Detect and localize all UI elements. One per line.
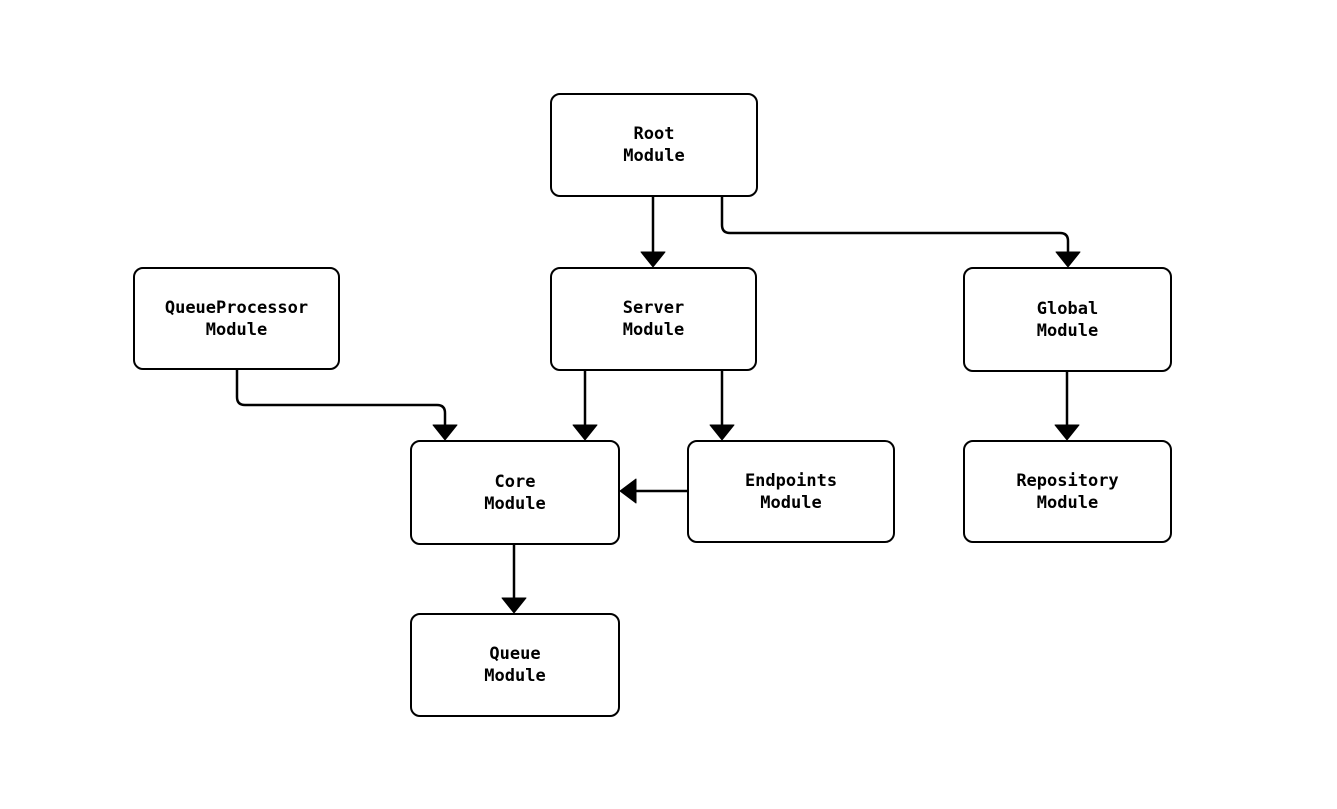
node-root-module: Root Module xyxy=(550,93,758,197)
node-endpoints-label-line2: Module xyxy=(760,492,822,513)
node-repository-module: Repository Module xyxy=(963,440,1172,543)
node-endpoints-module: Endpoints Module xyxy=(687,440,895,543)
node-queueprocessor-label-line1: QueueProcessor xyxy=(164,297,309,318)
node-server-module: Server Module xyxy=(550,267,757,371)
edge-server-to-endpoints xyxy=(709,371,735,441)
node-global-label-line1: Global xyxy=(1036,298,1099,319)
edge-endpoints-to-core xyxy=(619,478,687,504)
edge-root-to-server xyxy=(640,197,666,268)
node-queue-label-line1: Queue xyxy=(489,644,541,664)
node-global-label-line2: Module xyxy=(1036,320,1099,341)
node-core-label-line1: Core xyxy=(494,471,536,492)
node-core-module: Core Module xyxy=(410,440,620,545)
node-queueprocessor-module: QueueProcessor Module xyxy=(133,267,340,370)
edge-queueprocessor-to-core xyxy=(235,370,458,441)
edge-core-to-queue xyxy=(501,545,527,614)
node-server-label-line1: Server xyxy=(622,298,685,318)
node-queue-label-line2: Module xyxy=(484,666,546,686)
node-queue-module: Queue Module xyxy=(410,613,620,717)
edge-root-to-global xyxy=(720,197,1081,268)
node-root-label-line2: Module xyxy=(623,146,685,166)
node-queueprocessor-label-line2: Module xyxy=(205,319,268,340)
node-repository-label-line2: Module xyxy=(1036,492,1099,513)
node-repository-label-line1: Repository xyxy=(1016,470,1119,491)
node-root-label-line1: Root xyxy=(633,124,675,144)
edge-global-to-repository xyxy=(1054,372,1080,441)
node-endpoints-label-line1: Endpoints xyxy=(744,470,838,491)
node-core-label-line2: Module xyxy=(484,493,546,514)
edge-server-to-core xyxy=(572,371,598,441)
node-global-module: Global Module xyxy=(963,267,1172,372)
node-server-label-line2: Module xyxy=(622,320,685,340)
